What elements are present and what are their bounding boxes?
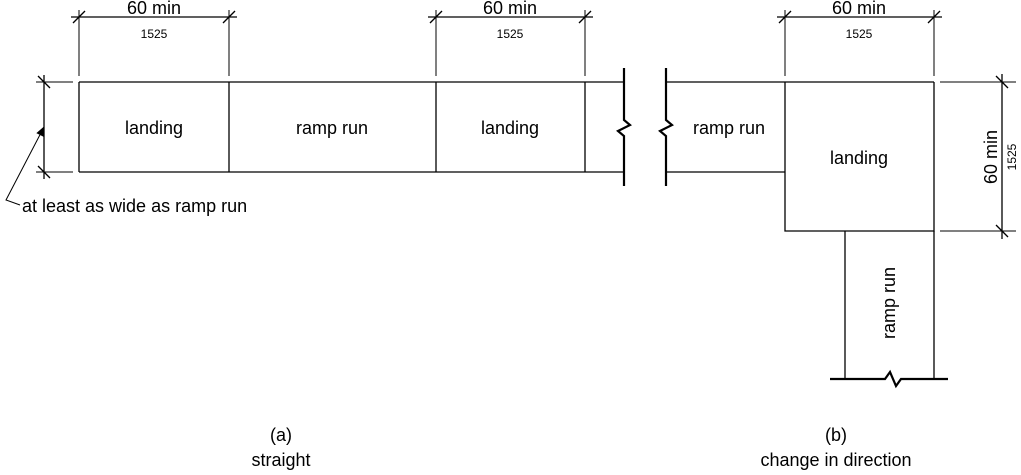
width-note-text: at least as wide as ramp run	[22, 196, 247, 216]
tick-mark	[37, 165, 51, 179]
tick-mark	[222, 10, 236, 24]
dimension-landing-length: 60 min 1525	[777, 0, 942, 76]
caption-a-letter: (a)	[270, 425, 292, 445]
dim-mm-label: 1525	[1005, 143, 1019, 170]
break-line-a	[616, 68, 632, 186]
dimension-landing-2: 60 min 1525	[428, 0, 593, 76]
change-in-direction-figure: ramp run landing ramp run 60 min 1525 60…	[658, 0, 1019, 470]
break-line-bottom	[830, 369, 948, 389]
dim-min-label: 60 min	[483, 0, 537, 18]
top-ramp-run-label: ramp run	[693, 118, 765, 138]
ramp-run-label: ramp run	[296, 118, 368, 138]
dim-min-label: 60 min	[832, 0, 886, 18]
tick-mark	[995, 75, 1009, 89]
dim-mm-label: 1525	[846, 27, 873, 41]
caption-a-text: straight	[251, 450, 310, 470]
dimension-landing-width	[36, 75, 73, 179]
dimension-landing-depth: 60 min 1525	[940, 74, 1019, 239]
landing-label: landing	[830, 148, 888, 168]
dim-mm-label: 1525	[141, 27, 168, 41]
landing-outline	[784, 82, 935, 232]
tick-mark	[995, 224, 1009, 238]
straight-ramp-figure: landing ramp run landing 60 min 1525 60 …	[5, 0, 632, 470]
tick-mark	[429, 10, 443, 24]
dimension-landing-1: 60 min 1525	[71, 0, 237, 76]
dim-min-label: 60 min	[127, 0, 181, 18]
tick-mark	[72, 10, 86, 24]
landing-1-label: landing	[125, 118, 183, 138]
landing-2-label: landing	[481, 118, 539, 138]
break-line-b	[658, 68, 674, 186]
caption-b-text: change in direction	[760, 450, 911, 470]
tick-mark	[578, 10, 592, 24]
tick-mark	[927, 10, 941, 24]
caption-b-letter: (b)	[825, 425, 847, 445]
tick-mark	[778, 10, 792, 24]
dim-min-label: 60 min	[981, 130, 1001, 184]
tick-mark	[37, 75, 51, 89]
dim-mm-label: 1525	[497, 27, 524, 41]
straight-strip-outline	[78, 81, 624, 173]
down-ramp-run-label: ramp run	[879, 267, 899, 339]
width-note-leader-arrow	[5, 126, 45, 206]
